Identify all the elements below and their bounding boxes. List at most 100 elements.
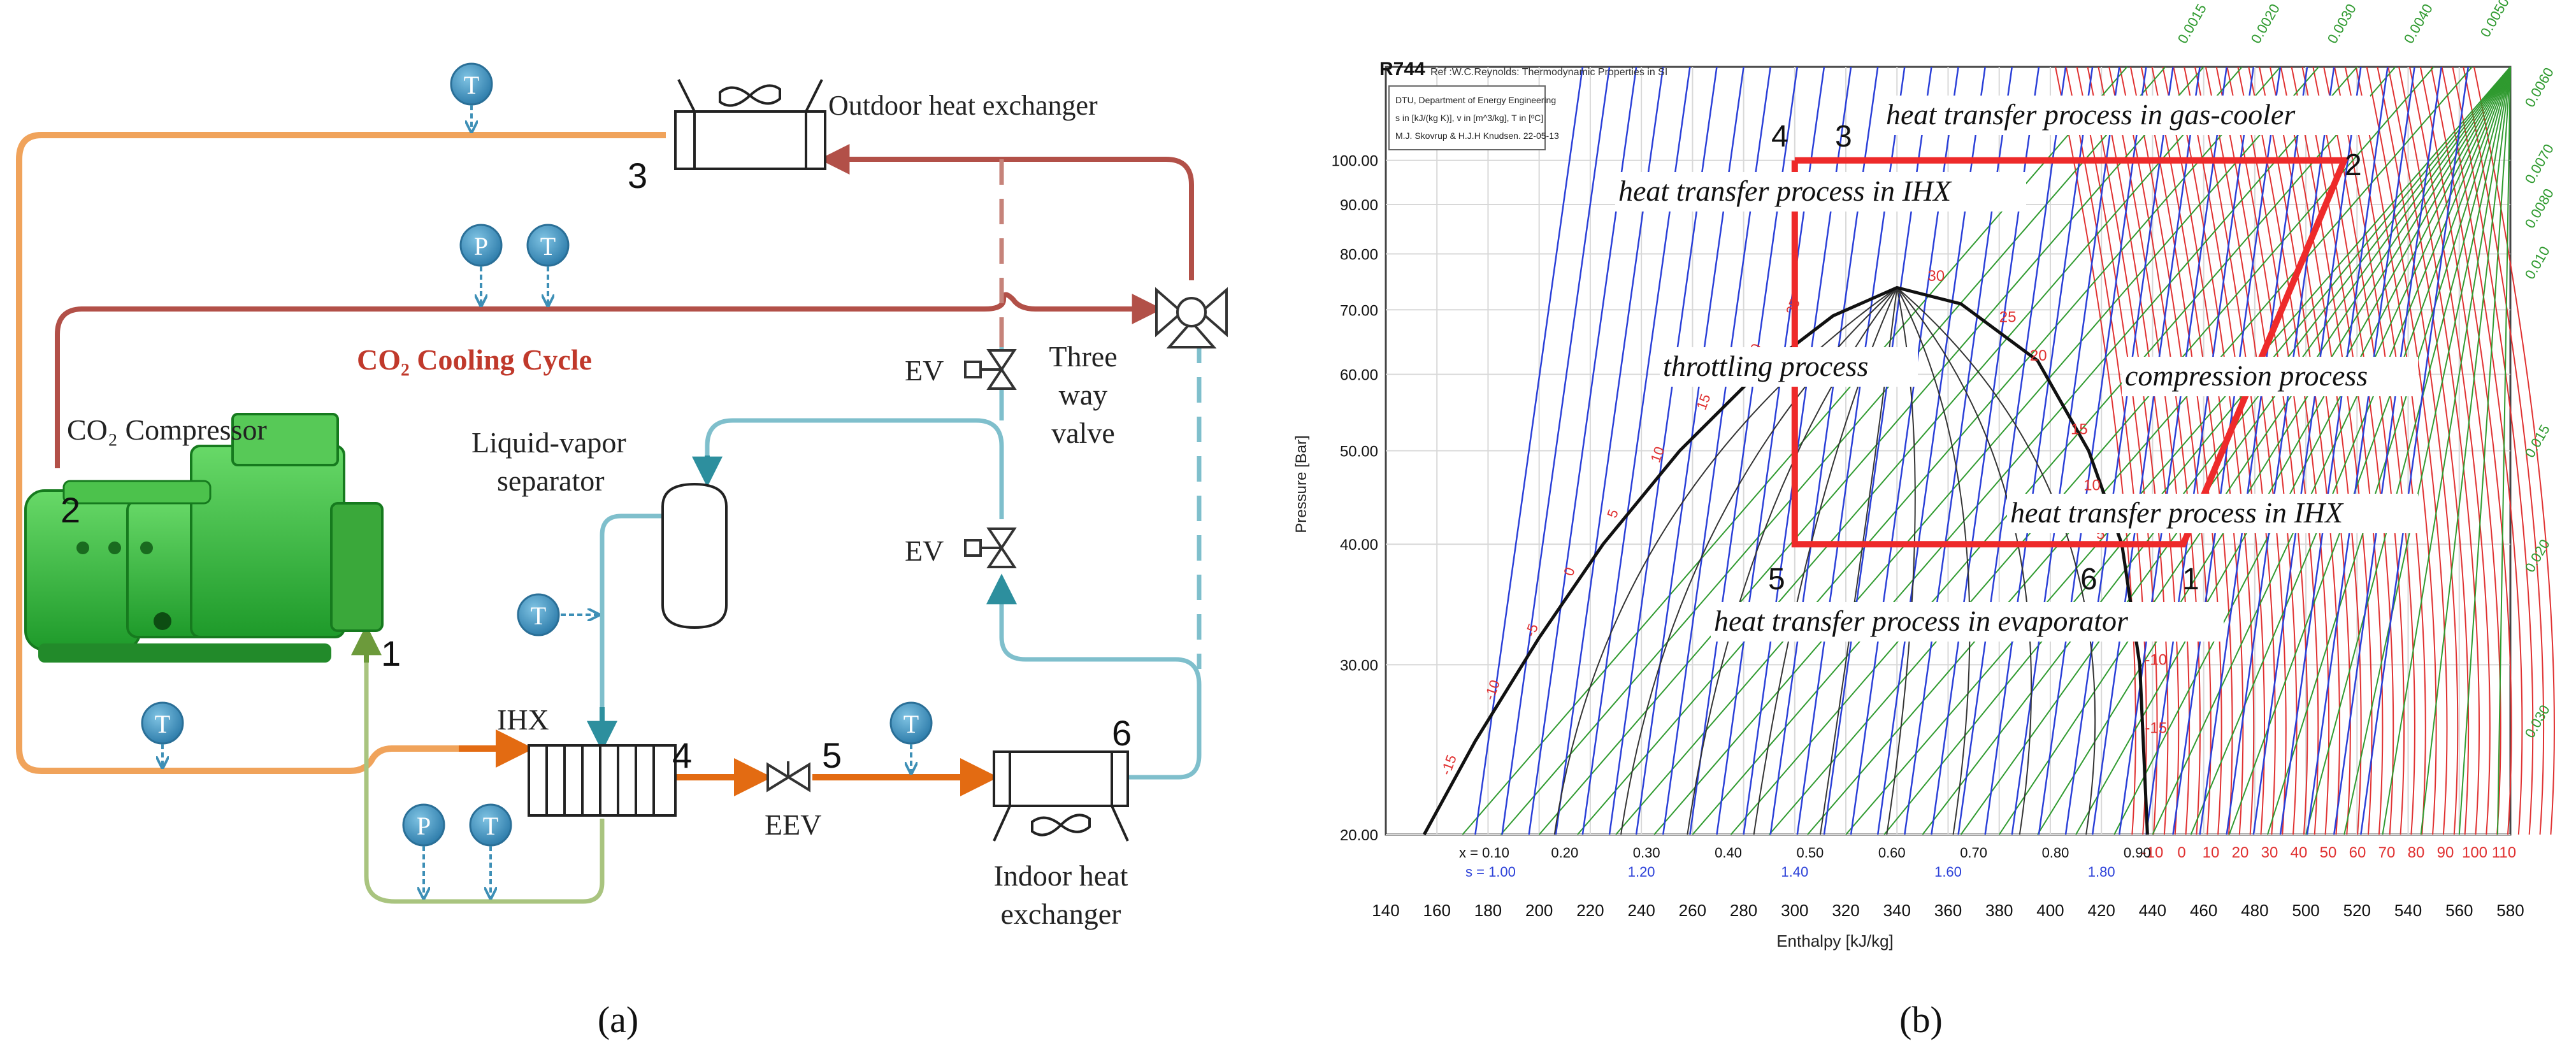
isochore-line — [1845, 66, 2511, 835]
isochore-line — [1500, 66, 2166, 835]
isentrope-line — [2306, 66, 2415, 835]
x-tick-label: 380 — [1985, 901, 2013, 920]
ihx-exchanger — [528, 744, 677, 817]
isotherm-line — [2452, 66, 2534, 835]
isotherm-line — [2355, 66, 2437, 835]
indoor-hx-label-1: Indoor heat — [994, 859, 1128, 892]
isochore-label: 0.0050 — [2477, 0, 2512, 40]
node-4: 4 — [672, 735, 692, 775]
node-5: 5 — [822, 735, 842, 775]
ihx-label: IHX — [497, 703, 549, 736]
isochore-line — [2228, 66, 2511, 835]
chart-title: R744 — [1379, 59, 1425, 80]
isentrope-line — [2226, 66, 2335, 835]
y-tick-label: 50.00 — [1340, 443, 1378, 461]
isentrope-line — [2119, 66, 2227, 835]
temp-axis-label: 10 — [2203, 844, 2220, 861]
temp-axis-label: 100 — [2462, 844, 2487, 861]
y-tick-label: 20.00 — [1340, 827, 1378, 844]
isentrope-line — [1984, 66, 2094, 835]
isochore-line — [1768, 66, 2435, 835]
state-4: 4 — [1771, 120, 1788, 154]
x-tick-label: 280 — [1730, 901, 1757, 920]
isotherm-line — [2377, 66, 2459, 835]
cycle-title: CO₂ Cooling Cycle — [357, 343, 592, 376]
green-pipe-suction — [364, 643, 605, 904]
isochore-line — [2113, 66, 2511, 835]
isentrope-line — [2172, 66, 2282, 835]
isochore-line — [2496, 66, 2511, 835]
node-3: 3 — [628, 155, 647, 196]
y-tick-labels: 100.0090.0080.0070.0060.0050.0040.0030.0… — [1332, 153, 1378, 844]
isochore-line — [2075, 66, 2511, 835]
sensor-t-top: T — [450, 62, 493, 131]
isochore-line — [2458, 66, 2511, 835]
svg-text:heat transfer process in IHX: heat transfer process in IHX — [1618, 175, 1952, 207]
dome-temp-label: -10 — [2145, 651, 2167, 668]
teal-pipe-separator-ihx — [600, 513, 663, 739]
x-tick-label: 220 — [1576, 901, 1604, 920]
isotherm-line — [2463, 66, 2545, 835]
x-tick-label: 320 — [1832, 901, 1859, 920]
liquid-vapor-separator — [661, 482, 728, 629]
isochore-label: 0.0060 — [2522, 65, 2557, 110]
isochore-line — [1538, 66, 2205, 835]
svg-text:heat transfer process in evapo: heat transfer process in evaporator — [1714, 605, 2129, 637]
outdoor-heat-exchanger — [674, 79, 826, 170]
svg-text:T: T — [903, 710, 919, 738]
dome-temp-label: 30 — [1927, 268, 1945, 285]
isochore-label: 0.0080 — [2522, 186, 2557, 231]
separator-label-2: separator — [497, 464, 605, 497]
state-2: 2 — [2345, 148, 2362, 182]
x-tick-label: 340 — [1883, 901, 1911, 920]
isochore-line — [2037, 66, 2511, 835]
three-way-valve-label-2: way — [1059, 378, 1108, 411]
ev-bottom-label: EV — [905, 535, 944, 567]
entropy-axis-label: 1.80 — [2088, 864, 2115, 880]
isentrope-line — [1501, 66, 1611, 835]
annotation-ihx-bottom: heat transfer process in IHX — [2007, 494, 2418, 533]
isentrope-line — [2279, 66, 2389, 835]
temp-axis-label: 80 — [2408, 844, 2425, 861]
isochore-line — [2305, 66, 2511, 835]
svg-text:P: P — [417, 812, 431, 840]
outdoor-hx-label: Outdoor heat exchanger — [828, 90, 1098, 121]
x-tick-label: 540 — [2394, 901, 2422, 920]
x-tick-label: 480 — [2241, 901, 2268, 920]
x-tick-label: 360 — [1934, 901, 1962, 920]
svg-text:s in [kJ/(kg K)], v in [m^3/kg: s in [kJ/(kg K)], v in [m^3/kg], T in [º… — [1395, 113, 1543, 123]
temp-axis-label: 60 — [2349, 844, 2366, 861]
isochore-line — [1960, 66, 2511, 835]
isentrope-line — [2360, 66, 2470, 835]
svg-text:T: T — [464, 71, 479, 99]
svg-text:P: P — [474, 232, 488, 261]
dome-temp-label: 25 — [1999, 308, 2017, 326]
isentrope-line — [2252, 66, 2362, 835]
info-box: DTU, Department of Energy Engineering s … — [1388, 85, 1559, 150]
teal-pipe-return — [999, 583, 1202, 780]
x-tick-label: 460 — [2190, 901, 2217, 920]
node-2: 2 — [61, 490, 80, 530]
isentrope-line — [2038, 66, 2147, 835]
co2-compressor-illustration — [24, 413, 384, 663]
x-tick-label: 140 — [1372, 901, 1399, 920]
isochore-line — [1653, 66, 2319, 835]
eev-label: EEV — [765, 808, 821, 841]
compressor-label: CO₂ Compressor — [67, 413, 267, 446]
fan-icon — [719, 84, 781, 107]
state-6: 6 — [2080, 563, 2097, 596]
panel-b-chart: R744 Ref :W.C.Reynolds: Thermodynamic Pr… — [1293, 0, 2557, 1040]
svg-text:throttling process: throttling process — [1663, 350, 1868, 382]
teal-pipe-to-separator — [705, 418, 1004, 519]
sensor-t-separator: T — [517, 593, 598, 636]
panel-a-diagram: T P T T T T P — [16, 62, 1228, 1040]
temp-axis-label: 50 — [2320, 844, 2337, 861]
three-way-valve-label-3: valve — [1051, 417, 1115, 449]
sensor-t-suction: T — [469, 803, 512, 897]
isochore-line — [1922, 66, 2511, 835]
isentrope-line — [2064, 66, 2174, 835]
isentrope-line — [1474, 66, 1584, 835]
